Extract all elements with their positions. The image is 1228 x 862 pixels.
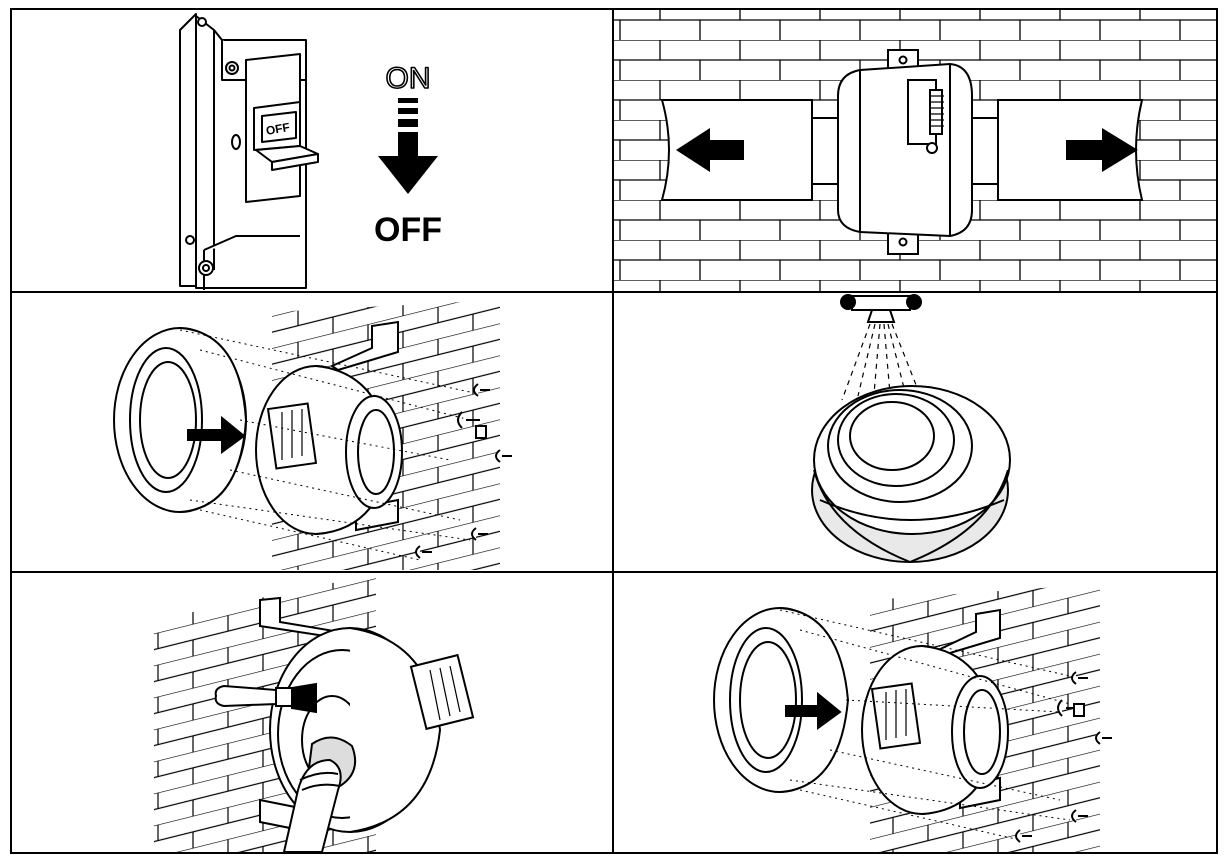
front-housing-cover <box>113 327 248 513</box>
inline-fan <box>837 49 973 255</box>
breaker-toggle-switch: OFF <box>253 101 319 171</box>
guide-lines <box>779 609 1071 841</box>
off-label: OFF <box>374 211 442 249</box>
screws <box>415 383 512 559</box>
cleaning-brush <box>214 682 317 714</box>
switch-label: OFF <box>265 120 291 138</box>
left-arrow-icon <box>676 128 744 172</box>
panel-power-off: OFF ON OFF <box>179 13 442 290</box>
panel-open-housing <box>113 300 512 570</box>
spray-nozzle <box>840 294 922 323</box>
right-arrow-icon <box>1066 128 1138 172</box>
guide-lines <box>179 329 471 561</box>
panel-grid <box>10 8 1218 854</box>
front-housing-cover <box>713 607 850 793</box>
water-spray <box>841 323 923 401</box>
screws <box>1015 671 1112 843</box>
panel-duct-disconnect <box>614 10 1216 291</box>
housing-cover <box>811 385 1011 564</box>
panel-reassemble <box>713 584 1112 852</box>
panel-clean-impeller <box>154 574 475 852</box>
fan-motor-unit <box>255 365 403 535</box>
push-arrow-icon <box>187 415 246 454</box>
hand-with-cloth <box>282 736 356 852</box>
down-arrow-icon <box>378 98 438 194</box>
push-arrow-icon <box>785 691 842 730</box>
panel-wash-housing <box>811 294 1011 564</box>
fan-motor-unit <box>861 645 1009 815</box>
on-label: ON <box>386 62 431 95</box>
